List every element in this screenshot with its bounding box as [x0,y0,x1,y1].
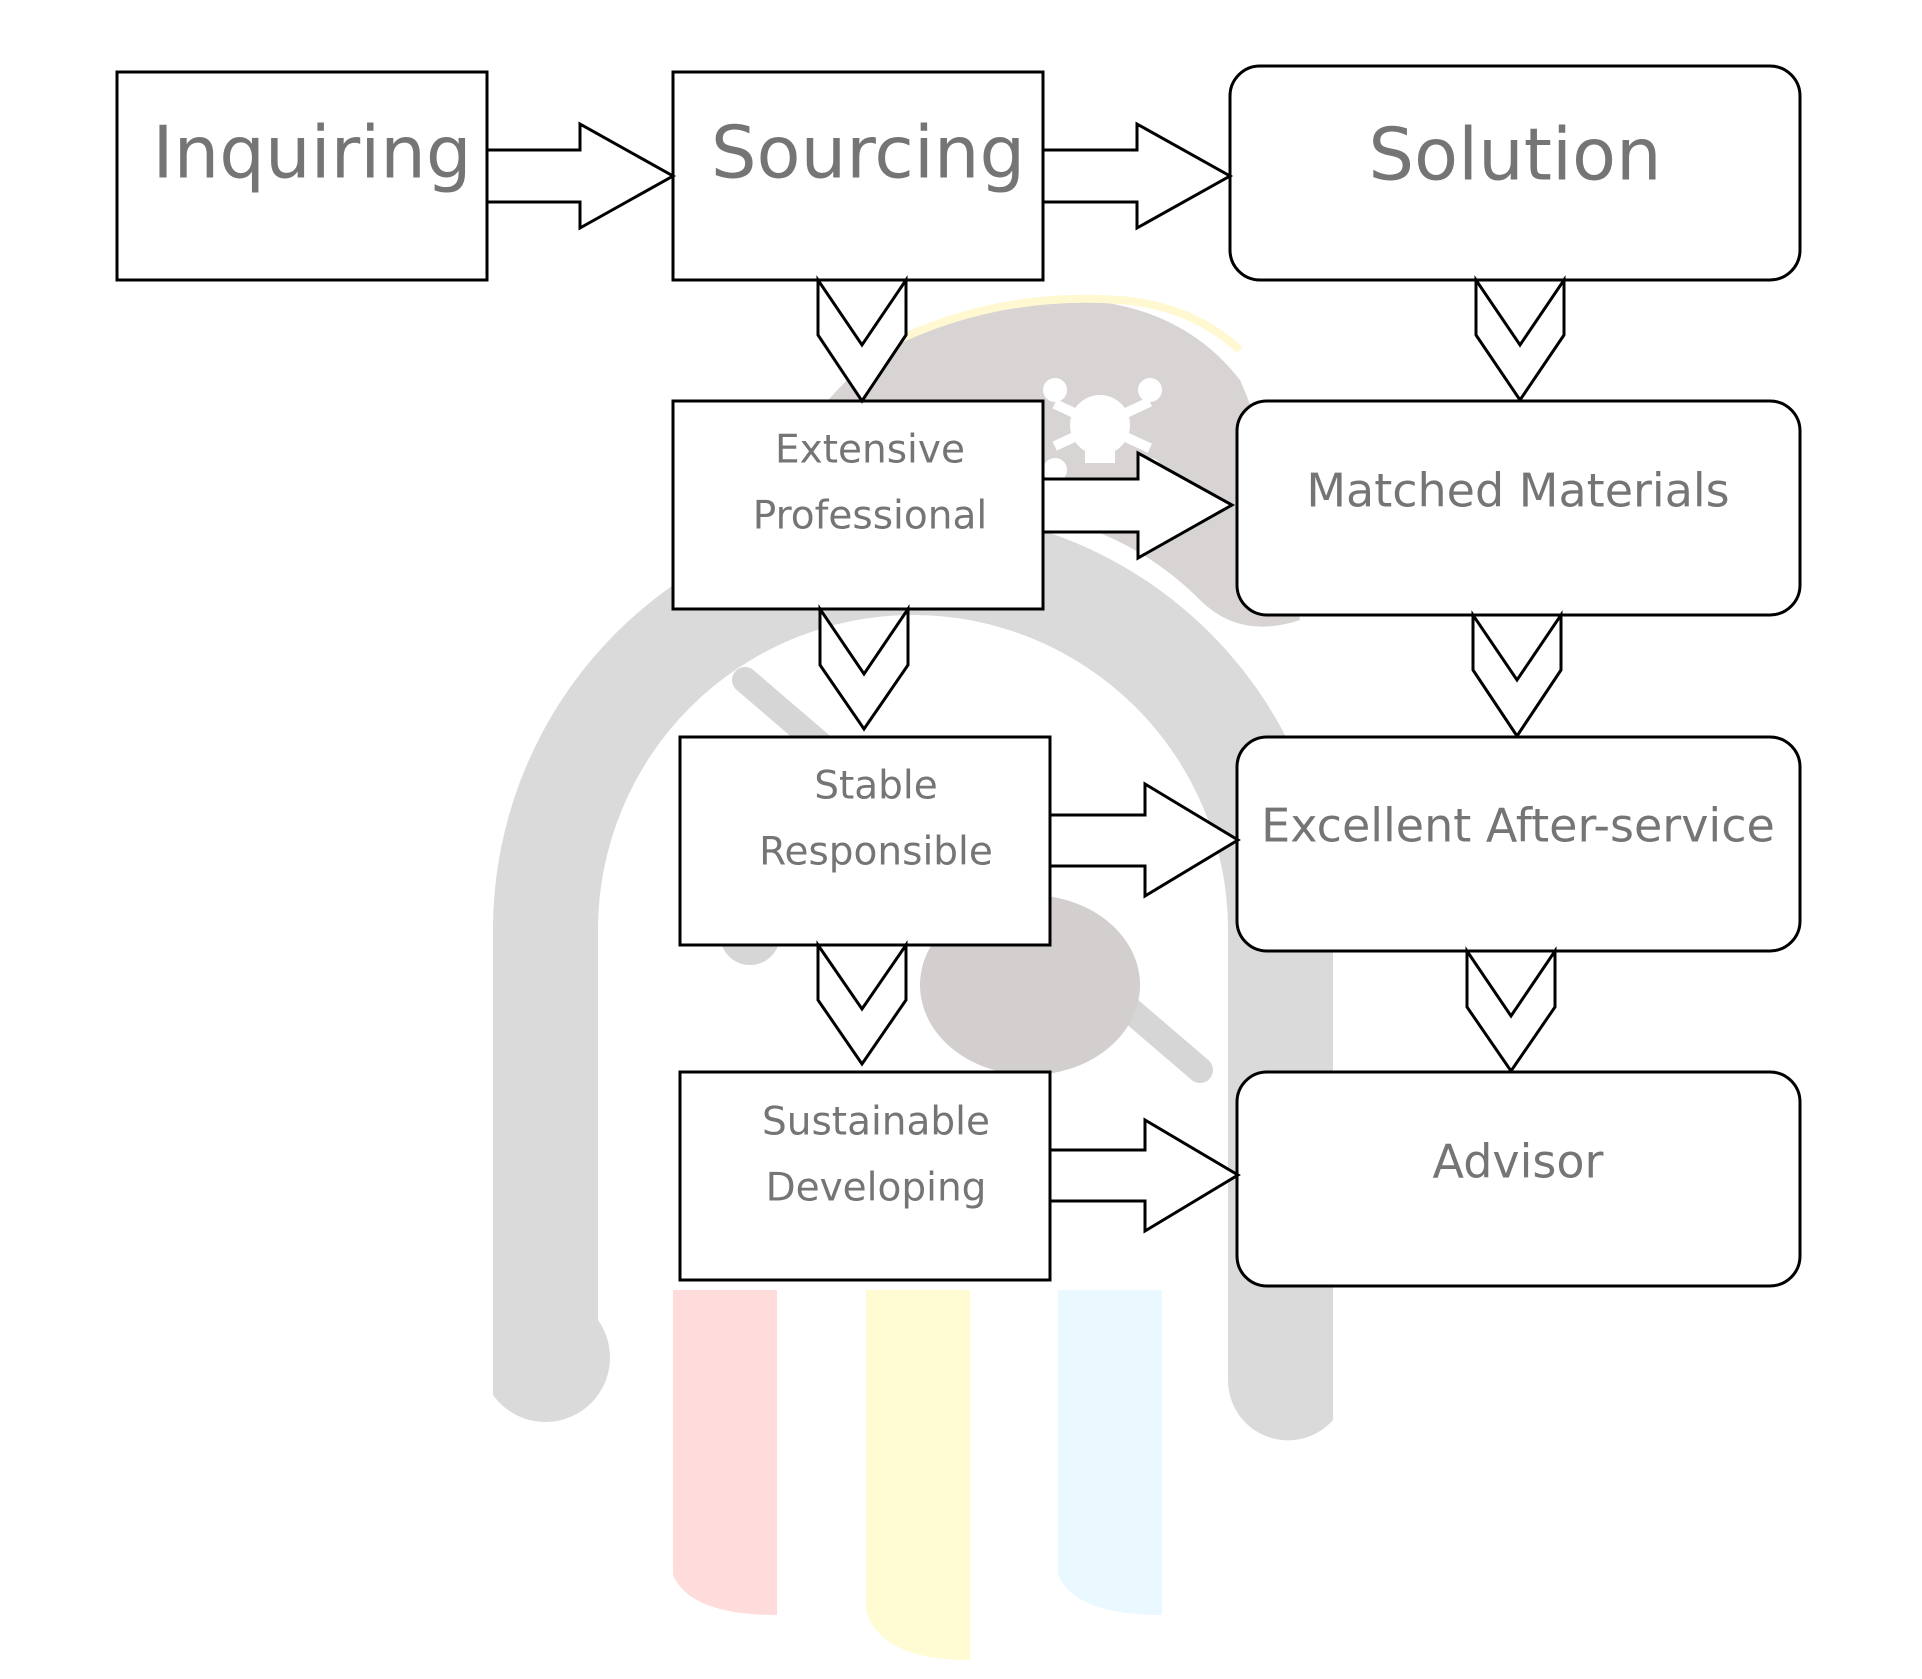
arrow-after-service-to-advisor [1467,951,1555,1071]
arrow-matched-to-after-service [1473,615,1561,736]
watermark-stripe-yellow [866,1290,970,1660]
arrow-inquiring-to-sourcing [487,124,673,228]
arrow-stable-to-sustainable [818,945,906,1064]
node-inquiring-label: Inquiring [152,111,471,195]
arrow-sustainable-to-advisor [1050,1120,1238,1231]
node-sourcing-label: Sourcing [711,111,1025,195]
node-sustainable-line1: Sustainable [762,1100,990,1145]
node-sustainable-line2: Developing [766,1166,987,1211]
arrow-extensive-to-stable [820,609,908,729]
node-stable-line1: Stable [814,764,938,809]
arrow-sourcing-to-solution [1043,124,1230,228]
node-advisor-label: Advisor [1433,1135,1604,1189]
node-extensive-line1: Extensive [775,428,965,473]
node-after-service-label: Excellent After-service [1261,799,1775,853]
node-stable-line2: Responsible [759,830,993,875]
node-solution-label: Solution [1368,113,1661,197]
node-matched-label: Matched Materials [1306,464,1729,518]
watermark-stripe-blue [1058,1290,1162,1615]
arrow-solution-to-matched [1476,280,1564,400]
watermark-stripe-red [673,1290,777,1615]
node-extensive-line2: Professional [753,494,987,539]
